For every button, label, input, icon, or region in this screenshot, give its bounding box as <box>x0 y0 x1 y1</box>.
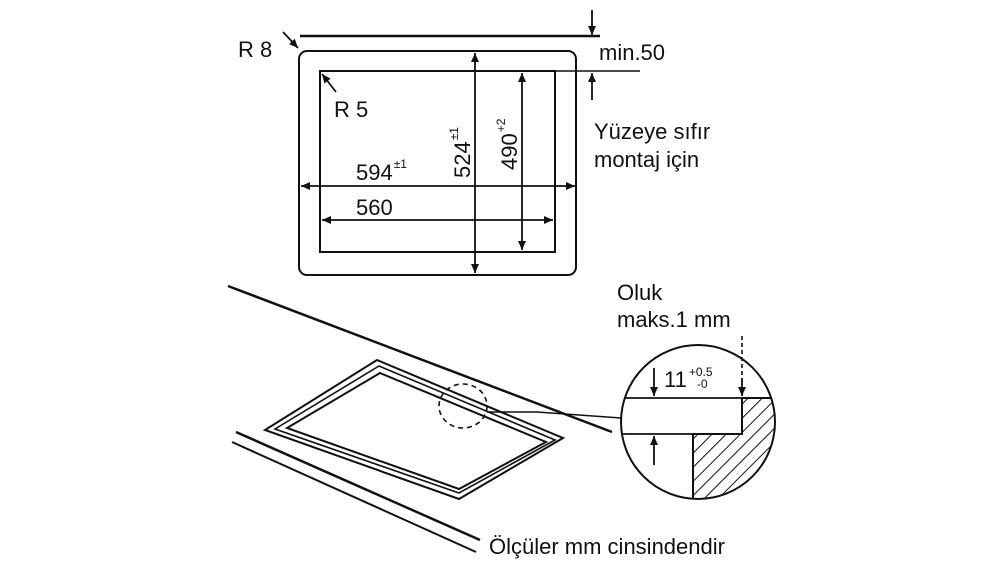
r5-label: R 5 <box>334 97 369 122</box>
detail-view <box>620 336 776 500</box>
groove-label-line2: maks.1 mm <box>617 307 731 332</box>
depth-value: 11 <box>664 367 687 392</box>
dim-594-label: 594±1 <box>356 158 407 185</box>
recess-step <box>273 365 557 494</box>
countertop-front-edge-top <box>235 430 481 542</box>
recess-inner <box>284 371 549 491</box>
units-note: Ölçüler mm cinsindendir <box>489 534 725 559</box>
inner-cutout-outline <box>319 70 556 253</box>
dim-524-label: 524±1 <box>447 127 475 178</box>
flush-mount-line1: Yüzeye sıfır <box>594 119 711 144</box>
dim-490-tolerance: +2 <box>494 118 508 133</box>
flush-mount-line2: montaj için <box>594 147 700 172</box>
outer-cutout-outline <box>298 50 577 276</box>
r8-arrow <box>282 31 299 49</box>
dim-560-label: 560 <box>356 195 393 220</box>
perspective-view <box>227 284 622 553</box>
min50-label: min.50 <box>599 40 666 65</box>
dim-524-tolerance: ±1 <box>447 127 461 141</box>
countertop-front-edge-bottom <box>231 441 477 553</box>
detail-marker-circle <box>438 383 488 429</box>
groove-label-line1: Oluk <box>617 280 663 305</box>
dim-594-value: 594 <box>356 160 393 185</box>
dim-524-value: 524 <box>450 141 475 178</box>
r5-arrow <box>321 73 337 93</box>
depth-tolerance: +0.5-0 <box>689 366 713 390</box>
detail-leader-line <box>487 411 622 419</box>
dim-490-label: 490+2 <box>494 119 522 170</box>
top-view <box>282 10 640 276</box>
depth-label: 11+0.5-0 <box>664 366 713 393</box>
r8-label: R 8 <box>238 37 273 62</box>
depth-tolerance-plus: +0.5 <box>688 365 713 379</box>
dim-594-tolerance: ±1 <box>393 157 407 171</box>
depth-tolerance-minus: -0 <box>696 377 708 391</box>
countertop-back-edge <box>227 284 613 434</box>
dim-490-value: 490 <box>497 133 522 170</box>
